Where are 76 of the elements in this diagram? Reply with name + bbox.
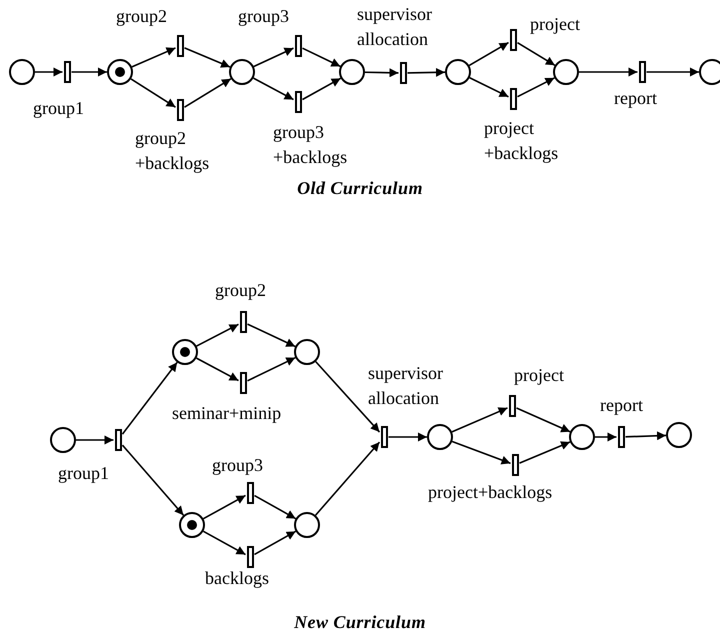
transition-label: group1 <box>58 462 109 485</box>
transition-label: project <box>530 13 580 36</box>
transition-bar <box>240 372 246 394</box>
arrow <box>253 47 294 68</box>
arrow <box>314 442 380 516</box>
arrow <box>254 494 296 520</box>
arrow <box>184 78 232 108</box>
arrow <box>203 494 246 520</box>
arrow <box>452 407 508 433</box>
arrow <box>407 68 446 77</box>
arrow <box>254 530 296 556</box>
transition-bar <box>618 426 624 448</box>
transition-bar <box>176 35 184 57</box>
arrow <box>196 324 239 347</box>
arrow <box>203 530 246 556</box>
arrow <box>247 323 296 348</box>
arrow <box>253 77 294 100</box>
transition-label: group3 +backlogs <box>273 121 348 169</box>
transition-bar <box>240 311 246 333</box>
arrow <box>35 68 62 76</box>
arrow <box>247 356 296 382</box>
transition-label: group1 <box>33 97 84 120</box>
transition-bar <box>510 29 516 51</box>
transition-label: supervisor allocation <box>368 362 444 410</box>
arrow <box>646 68 699 76</box>
arrow <box>388 432 427 442</box>
arrow <box>595 432 616 442</box>
arrow <box>302 78 342 100</box>
transition-bar <box>294 35 302 57</box>
arrow <box>315 361 380 433</box>
transition-label: supervisor allocation <box>357 3 433 51</box>
transition-label: group3 <box>212 454 263 477</box>
arrow <box>132 47 176 68</box>
arrow <box>519 441 570 464</box>
arrow <box>72 68 107 76</box>
transition-bar <box>114 429 122 451</box>
arrow <box>469 77 509 98</box>
transition-label: group2 <box>215 279 266 302</box>
arrow <box>517 42 556 66</box>
arrow <box>516 407 570 432</box>
arrow <box>625 431 666 440</box>
arrow <box>184 47 230 68</box>
transition-bar <box>400 62 406 84</box>
arrow <box>302 47 341 68</box>
transition-bar <box>510 88 516 110</box>
arrow <box>122 362 178 435</box>
arrow <box>122 444 184 516</box>
net-caption: New Curriculum <box>294 611 426 634</box>
arrow <box>579 68 638 76</box>
net-caption: Old Curriculum <box>297 177 423 200</box>
transition-label: backlogs <box>205 567 269 590</box>
transition-label: project +backlogs <box>484 117 560 165</box>
arrow <box>130 78 176 108</box>
transition-bar <box>294 91 302 113</box>
transition-bar <box>246 546 254 568</box>
arrow <box>468 42 509 66</box>
transition-label: seminar+minip <box>172 402 282 425</box>
transition-bar <box>176 99 184 121</box>
transition-bar <box>512 454 518 476</box>
transition-bar <box>380 426 388 448</box>
arrow <box>452 440 511 464</box>
transition-label: report <box>600 394 643 417</box>
transition-bar <box>64 61 70 83</box>
transition-bar <box>638 61 646 83</box>
arrow <box>517 77 555 98</box>
transition-label: group2 <box>116 5 167 28</box>
transition-bar <box>246 482 254 504</box>
arrow <box>76 436 114 444</box>
arrow <box>364 68 399 78</box>
transition-label: project <box>514 364 564 387</box>
arrow <box>196 357 239 382</box>
transition-label: project+backlogs <box>428 481 552 504</box>
transition-bar <box>508 395 516 417</box>
transition-label: report <box>614 87 657 110</box>
transition-label: group2 +backlogs <box>135 127 210 175</box>
transition-label: group3 <box>238 5 289 28</box>
